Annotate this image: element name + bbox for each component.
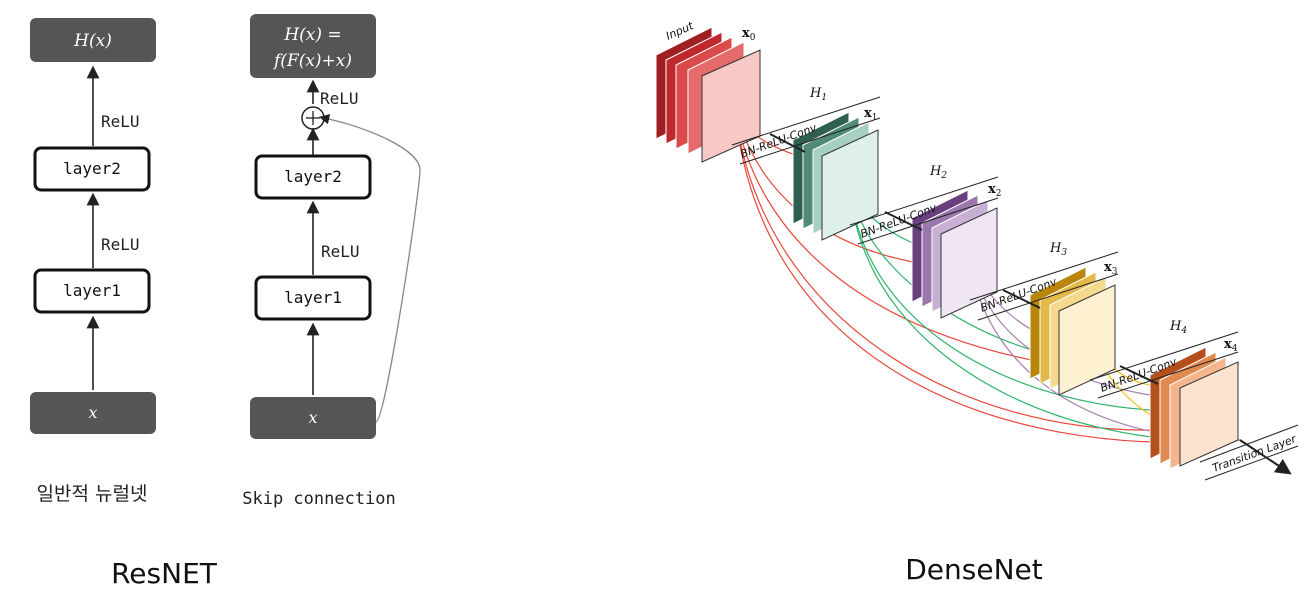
plain-layer2-label: layer2: [63, 159, 121, 178]
conv-band-3-bottom: [977, 273, 1119, 321]
h-label-2: H2: [929, 164, 947, 181]
conv-band-3-top: [969, 251, 1119, 301]
plain-layer1-box: [33, 268, 151, 314]
plain-caption: 일반적 뉴럴넷: [37, 483, 148, 505]
x-label-3: x3: [1104, 260, 1118, 277]
x-sub-2: 2: [996, 189, 1002, 199]
x-sub-4: 4: [1232, 344, 1238, 354]
flow-arrow-4: [1119, 365, 1159, 385]
link-x0-transition: [734, 109, 1241, 444]
conv-bands: [731, 96, 1299, 481]
skip-output-box: [250, 14, 376, 78]
feature-block-x0: Input: [655, 19, 761, 163]
flow-arrow-1: [769, 133, 806, 153]
plain-input-label: x: [88, 403, 97, 422]
plain-relu-top: ReLU: [101, 112, 140, 131]
h-label-4: H4: [1169, 319, 1187, 336]
skip-layer1-box: [254, 275, 372, 321]
plain-output-box: [30, 18, 156, 62]
x-sub-3: 3: [1112, 267, 1118, 277]
block-x1-front: [821, 129, 879, 241]
flow-arrow-2: [884, 211, 923, 231]
densenet-title: DenseNet: [905, 553, 1043, 586]
conv-band-4-top: [1089, 331, 1239, 381]
skip-layer1-label: layer1: [284, 288, 342, 307]
feature-block-x4: [1149, 346, 1239, 470]
flow-arrows: [769, 133, 1292, 475]
plain-relu-mid: ReLU: [101, 235, 140, 254]
skip-input-box: [250, 397, 376, 439]
h-sub-2: 2: [940, 171, 947, 181]
x-label-0: x0: [742, 26, 756, 43]
conv-band-1-bottom: [739, 117, 881, 165]
skip-layer2-label: layer2: [284, 167, 342, 186]
flow-arrow-3: [1002, 289, 1041, 309]
skip-output-line1: H(x) =: [283, 25, 341, 45]
block-x4-front: [1179, 361, 1239, 467]
x-label-4: x4: [1224, 337, 1238, 354]
skip-caption: Skip connection: [242, 489, 396, 509]
link-x1-h4: [849, 184, 1151, 411]
h-label-1: H1: [809, 86, 827, 103]
plain-input-box: [30, 392, 156, 434]
flow-arrow-transition: [1239, 439, 1292, 475]
conv-band-4-bottom: [1097, 351, 1239, 399]
transition-band-bottom: [1204, 445, 1299, 481]
feature-block-x2: [911, 189, 998, 319]
block-x3-front: [1058, 284, 1116, 396]
skip-layer2-box: [254, 154, 372, 200]
conv-band-2-bottom: [857, 197, 999, 245]
skip-relu-top: ReLU: [320, 89, 359, 108]
transition-band-top: [1199, 424, 1299, 463]
resnet-title: ResNET: [111, 557, 218, 590]
link-x0-h4: [734, 109, 1161, 431]
skip-network: H(x) = f(F(x)+x) ReLU layer2 ReLU layer1…: [242, 14, 421, 509]
block-x2-front: [940, 207, 998, 319]
x-label-2: x2: [988, 182, 1002, 199]
link-x0-h3: [734, 109, 1061, 366]
plain-layer2-box: [33, 146, 151, 192]
skip-output-line2: f(F(x)+x): [272, 51, 352, 71]
h-label-3: H3: [1049, 241, 1067, 258]
feature-block-x1: [792, 111, 879, 241]
plain-output-label: H(x): [73, 31, 112, 51]
x-label-1: x1: [864, 106, 878, 123]
conv-band-1-top: [731, 96, 881, 146]
skip-relu-mid: ReLU: [321, 242, 360, 261]
h-sub-3: 3: [1061, 248, 1067, 258]
plain-layer1-label: layer1: [63, 281, 121, 300]
plain-network: H(x) ReLU layer2 ReLU layer1 x 일반적 뉴럴넷: [30, 18, 156, 505]
feature-block-x3: [1029, 266, 1116, 396]
conv-band-2-top: [849, 176, 999, 226]
x-sub-0: 0: [750, 33, 756, 43]
h-sub-4: 4: [1180, 326, 1187, 336]
skip-input-label: x: [308, 408, 317, 427]
x-sub-1: 1: [872, 113, 878, 123]
skip-connection-line: [318, 114, 421, 423]
densenet-diagram: Input: [655, 19, 1299, 481]
h-sub-1: 1: [821, 93, 827, 103]
